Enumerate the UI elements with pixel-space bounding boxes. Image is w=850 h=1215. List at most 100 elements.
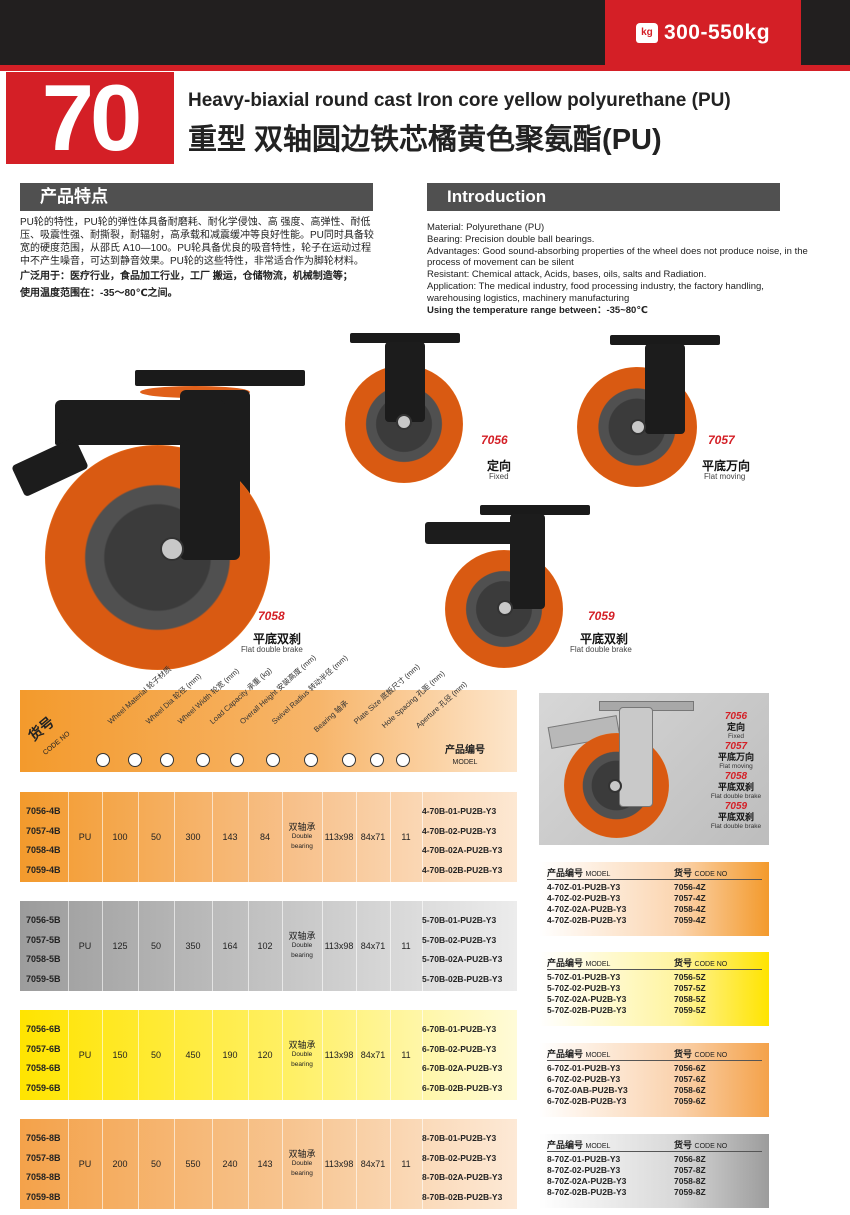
cell-radius: 84 [259,832,270,842]
row-model: 8-70B-02-PU2B-Y3 [422,1152,497,1163]
intro-temp: Using the temperature range between：-35~… [427,304,648,316]
cell-aperture: 11 [401,941,411,951]
zinc-model: 8-70Z-02A-PU2B-Y3 [547,1176,627,1186]
intro-heading: Introduction [427,183,780,211]
row-model: 4-70B-02B-PU2B-Y3 [422,864,503,875]
weight-icon: kg [635,22,658,43]
intro-line: Advantages: Good sound-absorbing propert… [427,245,808,269]
product-en-7059: Flat double brake [570,645,632,654]
row-models: 5-70B-01-PU2B-Y3 5-70B-02-PU2B-Y3 5-70B-… [422,911,502,989]
table-row: 7056-8B 7057-8B 7058-8B 7059-8B PU 200 5… [20,1119,517,1209]
cell-height: 240 [222,1159,238,1169]
cell-load: 350 [185,941,201,951]
row-codes: 7056-6B 7057-6B 7058-6B 7059-6B [26,1020,61,1098]
row-code: 7057-5B [26,934,61,945]
zinc-code-en: CODE NO [694,961,728,968]
caster-image-7059 [425,500,595,670]
product-en-7057: Flat moving [704,472,746,481]
zinc-model-cn: 产品编号 [547,868,584,878]
zinc-codes: 7056-4Z 7057-4Z 7058-4Z 7059-4Z [674,882,706,926]
features-para-3: 使用温度范围在：-35～80℃之间。 [20,288,178,299]
cell-aperture: 11 [401,1159,411,1169]
zinc-code-cn: 货号 [674,1049,693,1059]
cell-dia: 125 [112,941,128,951]
cell-aperture: 11 [401,832,411,842]
zinc-code-cn: 货号 [674,1140,693,1150]
model-column-header: 产品编号 MODEL [440,745,490,769]
caster-image-7057 [575,330,725,495]
row-code: 7058-8B [26,1172,61,1182]
zinc-code-en: CODE NO [694,871,728,878]
intro-line: Resistant: Chemical attack, Acids, bases… [427,269,707,281]
caster-image-7056 [345,330,465,490]
zinc-models: 4-70Z-01-PU2B-Y3 4-70Z-02-PU2B-Y3 4-70Z-… [547,882,626,926]
zinc-model-cn: 产品编号 [547,958,584,968]
row-model: 5-70B-02A-PU2B-Y3 [422,954,503,964]
zinc-code: 7057-8Z [674,1165,706,1175]
table-row: 7056-5B 7057-5B 7058-5B 7059-5B PU 125 5… [20,901,517,991]
wheel-dia-icon [128,753,142,767]
cell-plate: 113x98 [324,1159,354,1169]
zinc-model: 5-70Z-02A-PU2B-Y3 [547,994,627,1004]
cell-dia: 200 [112,1159,128,1169]
model-header-en: MODEL [452,759,478,766]
product-cn-7059: 平底双刹 [580,632,629,646]
row-model: 4-70B-01-PU2B-Y3 [422,806,497,816]
zinc-code: 7059-4Z [674,915,706,925]
plate-size-icon [342,753,356,767]
zinc-model-en: MODEL [585,871,611,878]
features-para-2: 广泛用于：医疗行业，食品加工行业，工厂 搬运，仓储物流，机械制造等； [20,271,353,282]
zinc-model: 6-70Z-0AB-PU2B-Y3 [547,1085,628,1095]
cell-hole: 84x71 [360,1159,386,1169]
legend-en: Flat double brake [710,793,762,800]
cell-width: 50 [150,1159,161,1169]
row-code: 7058-5B [26,954,61,964]
row-code: 7056-5B [26,915,61,925]
row-code: 7057-4B [26,825,61,836]
zinc-model: 5-70Z-02B-PU2B-Y3 [547,1005,627,1015]
bearing-en: Double bearing [291,942,313,959]
zinc-code: 7056-5Z [674,972,706,982]
product-code-7056: 7056 [481,433,508,447]
cell-material: PU [78,1050,92,1060]
product-code-7059: 7059 [588,609,615,623]
hole-spacing-icon [370,753,384,767]
cell-width: 50 [150,941,161,951]
row-codes: 7056-5B 7057-5B 7058-5B 7059-5B [26,911,61,989]
intro-line: Application: The medical industry, food … [427,280,764,304]
zinc-legend: 7056 定向 Fixed 7057 平底万向 Flat moving 7058… [706,712,766,832]
swivel-radius-icon [266,753,280,767]
row-model: 8-70B-01-PU2B-Y3 [422,1133,497,1143]
row-code: 7056-6B [26,1024,61,1034]
cell-height: 164 [222,941,238,951]
legend-en: Flat moving [719,763,753,770]
row-code: 7056-4B [26,806,61,816]
zinc-model-cn: 产品编号 [547,1140,584,1150]
cell-hole: 84x71 [360,1050,386,1060]
product-cn-7057: 平底万向 [702,459,751,473]
weight-badge: kg 300-550kg [605,0,801,65]
zinc-code: 7058-5Z [674,994,706,1004]
intro-text: Material: Polyurethane (PU) Bearing: Pre… [427,222,817,316]
cell-material: PU [78,1159,92,1169]
bearing-cn: 双轴承 [288,822,316,832]
wheel-material-icon [96,753,110,767]
zinc-codes: 7056-6Z 7057-6Z 7058-6Z 7059-6Z [674,1063,706,1107]
row-models: 6-70B-01-PU2B-Y3 6-70B-02-PU2B-Y3 6-70B-… [422,1020,502,1098]
zinc-model: 8-70Z-01-PU2B-Y3 [547,1154,621,1164]
features-para-1: PU轮的特性，PU轮的弹性体具备耐磨耗、耐化学侵蚀、高 强度、高弹性、耐低压、吸… [20,217,374,267]
row-model: 6-70B-01-PU2B-Y3 [422,1024,497,1034]
cell-dia: 100 [112,832,128,842]
cell-radius: 102 [257,941,273,951]
zinc-models: 8-70Z-01-PU2B-Y3 8-70Z-02-PU2B-Y3 8-70Z-… [547,1154,626,1198]
row-code: 7057-8B [26,1152,61,1163]
